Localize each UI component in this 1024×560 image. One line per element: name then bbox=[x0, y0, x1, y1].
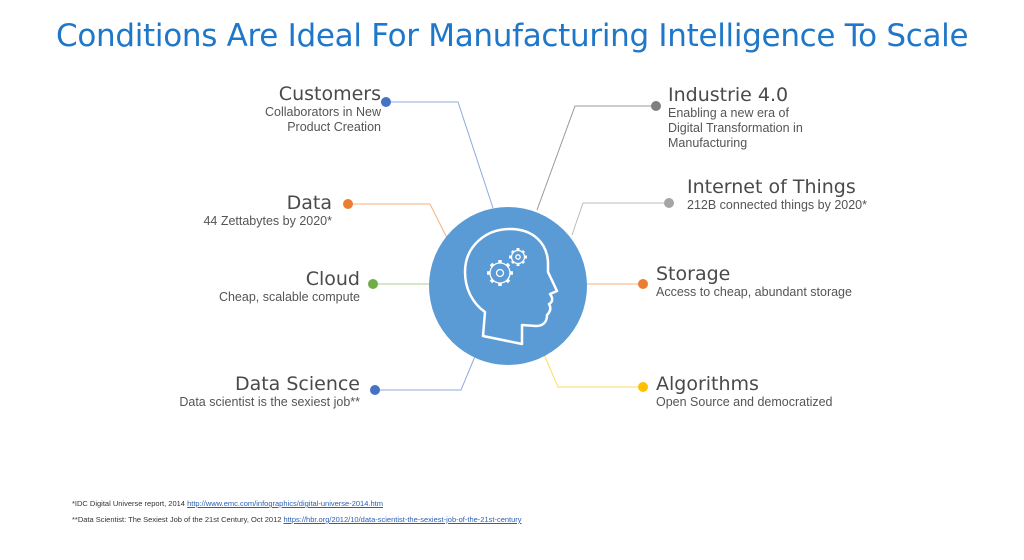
industrie-dot-icon bbox=[651, 101, 661, 111]
industrie-subtitle-1: Enabling a new era of bbox=[668, 106, 789, 120]
node-data-science: Data Science Data scientist is the sexie… bbox=[179, 373, 360, 410]
data-science-subtitle: Data scientist is the sexiest job** bbox=[179, 395, 360, 409]
data-title: Data bbox=[286, 192, 332, 214]
footnote-1-text: *IDC Digital Universe report, 2014 bbox=[72, 499, 188, 508]
footnote-1-link[interactable]: http://www.emc.com/infographics/digital-… bbox=[187, 499, 383, 508]
node-cloud: Cloud Cheap, scalable compute bbox=[219, 268, 360, 305]
storage-title: Storage bbox=[656, 263, 731, 285]
data-science-dot-icon bbox=[370, 385, 380, 395]
algorithms-dot-icon bbox=[638, 382, 648, 392]
data-subtitle: 44 Zettabytes by 2020* bbox=[203, 214, 332, 228]
node-storage: Storage Access to cheap, abundant storag… bbox=[656, 263, 852, 300]
footnote-2-link[interactable]: https://hbr.org/2012/10/data-scientist-t… bbox=[283, 515, 522, 524]
node-data: Data 44 Zettabytes by 2020* bbox=[203, 192, 332, 229]
node-algorithms: Algorithms Open Source and democratized bbox=[656, 373, 833, 410]
customers-subtitle-1: Collaborators in New bbox=[264, 105, 381, 119]
page-title: Conditions Are Ideal For Manufacturing I… bbox=[56, 18, 969, 54]
customers-subtitle-2: Product Creation bbox=[287, 120, 381, 134]
footnote-2: **Data Scientist: The Sexiest Job of the… bbox=[72, 515, 522, 524]
center-circle bbox=[429, 207, 587, 365]
algorithms-subtitle: Open Source and democratized bbox=[656, 395, 833, 409]
algorithms-title: Algorithms bbox=[656, 373, 759, 395]
industrie-subtitle-3: Manufacturing bbox=[668, 136, 748, 150]
cloud-subtitle: Cheap, scalable compute bbox=[218, 290, 360, 304]
data-science-title: Data Science bbox=[234, 373, 360, 395]
cloud-dot-icon bbox=[368, 279, 378, 289]
storage-subtitle: Access to cheap, abundant storage bbox=[656, 285, 852, 299]
storage-dot-icon bbox=[638, 279, 648, 289]
node-customers: Customers Collaborators in New Product C… bbox=[265, 83, 381, 135]
customers-dot-icon bbox=[381, 97, 391, 107]
node-iot: Internet of Things 212B connected things… bbox=[687, 176, 867, 213]
iot-title: Internet of Things bbox=[687, 176, 856, 198]
iot-subtitle: 212B connected things by 2020* bbox=[687, 198, 867, 212]
node-industrie: Industrie 4.0 Enabling a new era of Digi… bbox=[668, 84, 803, 151]
iot-dot-icon bbox=[664, 198, 674, 208]
customers-title: Customers bbox=[278, 83, 381, 105]
head-with-gears-icon bbox=[463, 227, 559, 346]
footnote-1: *IDC Digital Universe report, 2014 http:… bbox=[72, 499, 383, 508]
data-dot-icon bbox=[343, 199, 353, 209]
industrie-subtitle-2: Digital Transformation in bbox=[668, 121, 803, 135]
footnote-2-text: **Data Scientist: The Sexiest Job of the… bbox=[72, 515, 284, 524]
industrie-title: Industrie 4.0 bbox=[668, 84, 789, 106]
cloud-title: Cloud bbox=[305, 268, 360, 290]
